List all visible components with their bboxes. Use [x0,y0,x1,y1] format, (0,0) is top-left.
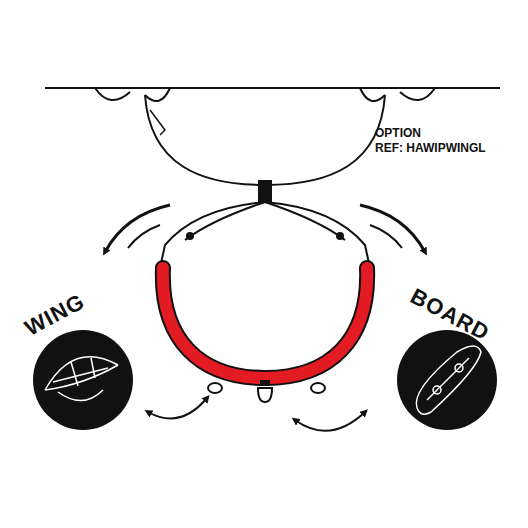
icon-circle: BOARD [385,290,515,435]
option-label: OPTION [375,126,421,140]
icon-circle: WING [15,290,145,435]
option-label: REF: HAWIPWINGL [375,141,486,155]
